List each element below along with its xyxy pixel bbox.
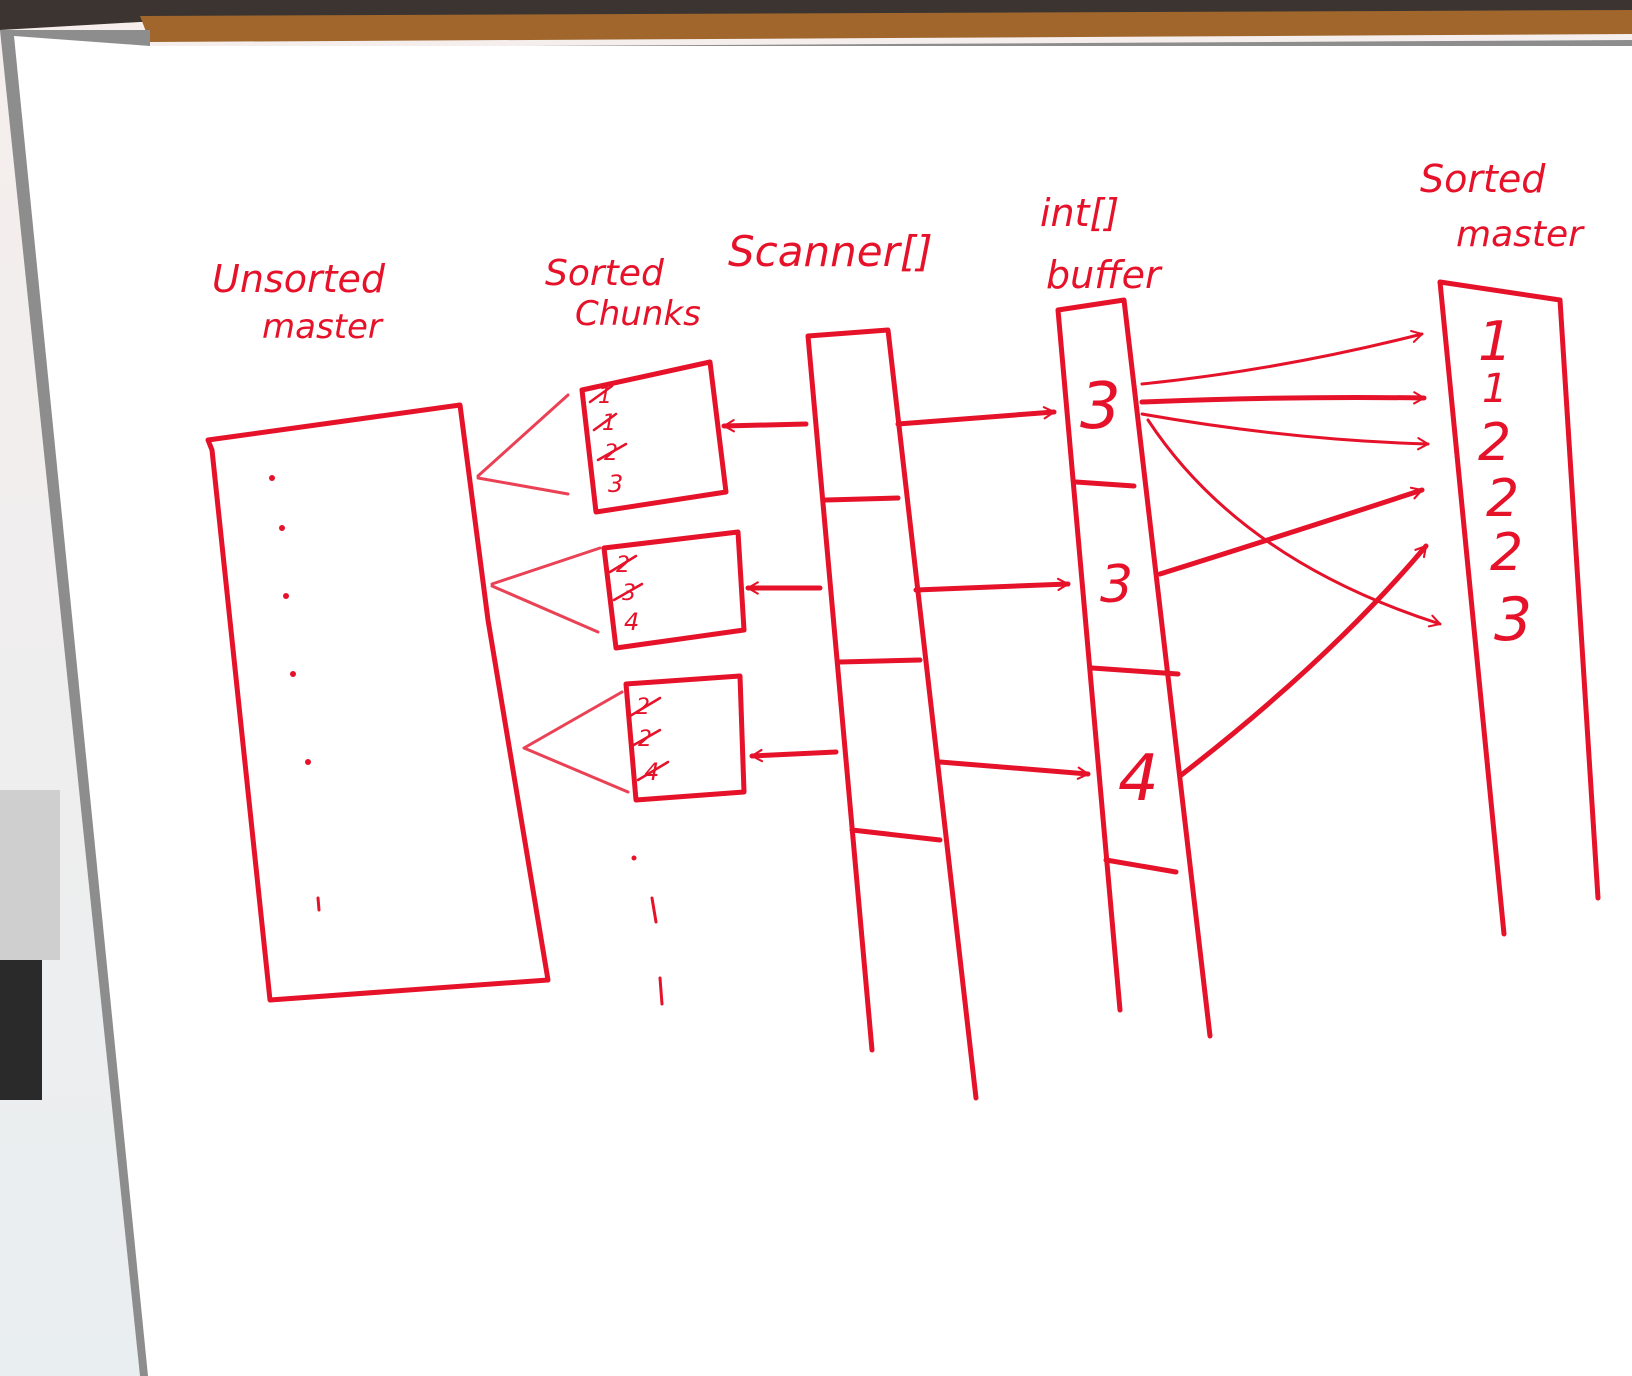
wall-fixture [0, 790, 60, 960]
arrow-buffer-to-master-3 [1140, 412, 1430, 451]
chunk-2-strikes [608, 554, 644, 602]
scanner-array-group: Scanner[] [728, 227, 979, 1101]
int-buffer-label-line1: int[] [1040, 191, 1119, 235]
buffer-value-1: 3 [1080, 370, 1121, 444]
buffer-value-3: 4 [1118, 742, 1159, 816]
unsorted-master-group: Unsorted master [205, 257, 630, 1003]
chunk-2-value-3: 4 [624, 608, 639, 636]
chunk-1-value-4: 3 [608, 470, 623, 498]
chunks-continuation-marks [631, 855, 664, 1006]
arrow-buffer-to-master-4 [1157, 486, 1425, 577]
arrow-buffer-to-master-5 [1177, 543, 1429, 779]
int-buffer-label-line2: buffer [1046, 253, 1163, 297]
sorted-master-value-6: 3 [1494, 585, 1532, 655]
fanout-chunk-1 [476, 393, 570, 496]
chunk-2-value-2: 3 [622, 581, 636, 606]
wall-switch [0, 960, 42, 1100]
scanner-to-buffer-arrows [895, 406, 1091, 780]
fanout-chunk-3 [522, 690, 630, 794]
scanner-to-chunk-arrows [721, 419, 839, 763]
marker-tray [140, 10, 1632, 42]
sorted-master-value-3: 2 [1478, 413, 1511, 473]
board-surface [14, 36, 1632, 1376]
unsorted-master-label-line2: master [262, 307, 384, 347]
arrow-scanner-to-chunk-3 [749, 748, 839, 763]
sorted-master-group: Sorted master 1 1 2 2 2 3 [1420, 157, 1601, 937]
sorted-master-value-5: 2 [1490, 523, 1523, 583]
sorted-master-value-1: 1 [1478, 310, 1512, 373]
sorted-master-column [1437, 279, 1601, 937]
unsorted-master-dots [269, 475, 321, 912]
sorted-chunks-group: Sorted Chunks 1 1 2 3 2 3 4 2 2 4 [545, 253, 747, 1006]
sorted-master-value-4: 2 [1486, 469, 1519, 529]
buffer-to-master-arrows [1139, 329, 1442, 779]
sorted-master-value-2: 1 [1482, 366, 1507, 412]
arrow-scanner-to-chunk-1 [721, 419, 809, 433]
sorted-chunks-label-line2: Chunks [575, 294, 701, 334]
chunk-3-strikes [628, 696, 670, 782]
unsorted-master-box [205, 402, 551, 1003]
sorted-master-label-line2: master [1456, 214, 1585, 255]
sorted-chunks-label-line1: Sorted [545, 253, 665, 294]
chunk-box-2 [601, 529, 747, 651]
chunk-1-value-1: 1 [598, 384, 612, 409]
scanner-label: Scanner[] [728, 227, 933, 276]
arrow-scanner-to-buffer-1 [895, 406, 1057, 427]
unsorted-master-label-line1: Unsorted [212, 257, 386, 301]
chunk-1-strikes [588, 384, 628, 462]
int-buffer-column [1055, 297, 1213, 1039]
int-buffer-dividers [1073, 479, 1181, 875]
chunk-2-value-1: 2 [616, 553, 630, 578]
buffer-value-2: 3 [1100, 555, 1133, 615]
scanner-array-dividers [823, 495, 943, 843]
chunk-box-1 [579, 359, 729, 515]
arrow-buffer-to-master-2 [1139, 391, 1427, 405]
arrow-buffer-to-master-1 [1140, 329, 1424, 386]
arrow-scanner-to-buffer-3 [937, 759, 1091, 780]
fanout-chunk-2 [490, 546, 602, 634]
arrow-scanner-to-buffer-2 [913, 577, 1071, 593]
sorted-master-label-line1: Sorted [1420, 157, 1546, 201]
scanner-array-column [805, 327, 979, 1101]
int-buffer-group: int[] buffer 3 3 4 [1040, 191, 1213, 1039]
chunk-box-3 [623, 673, 747, 803]
